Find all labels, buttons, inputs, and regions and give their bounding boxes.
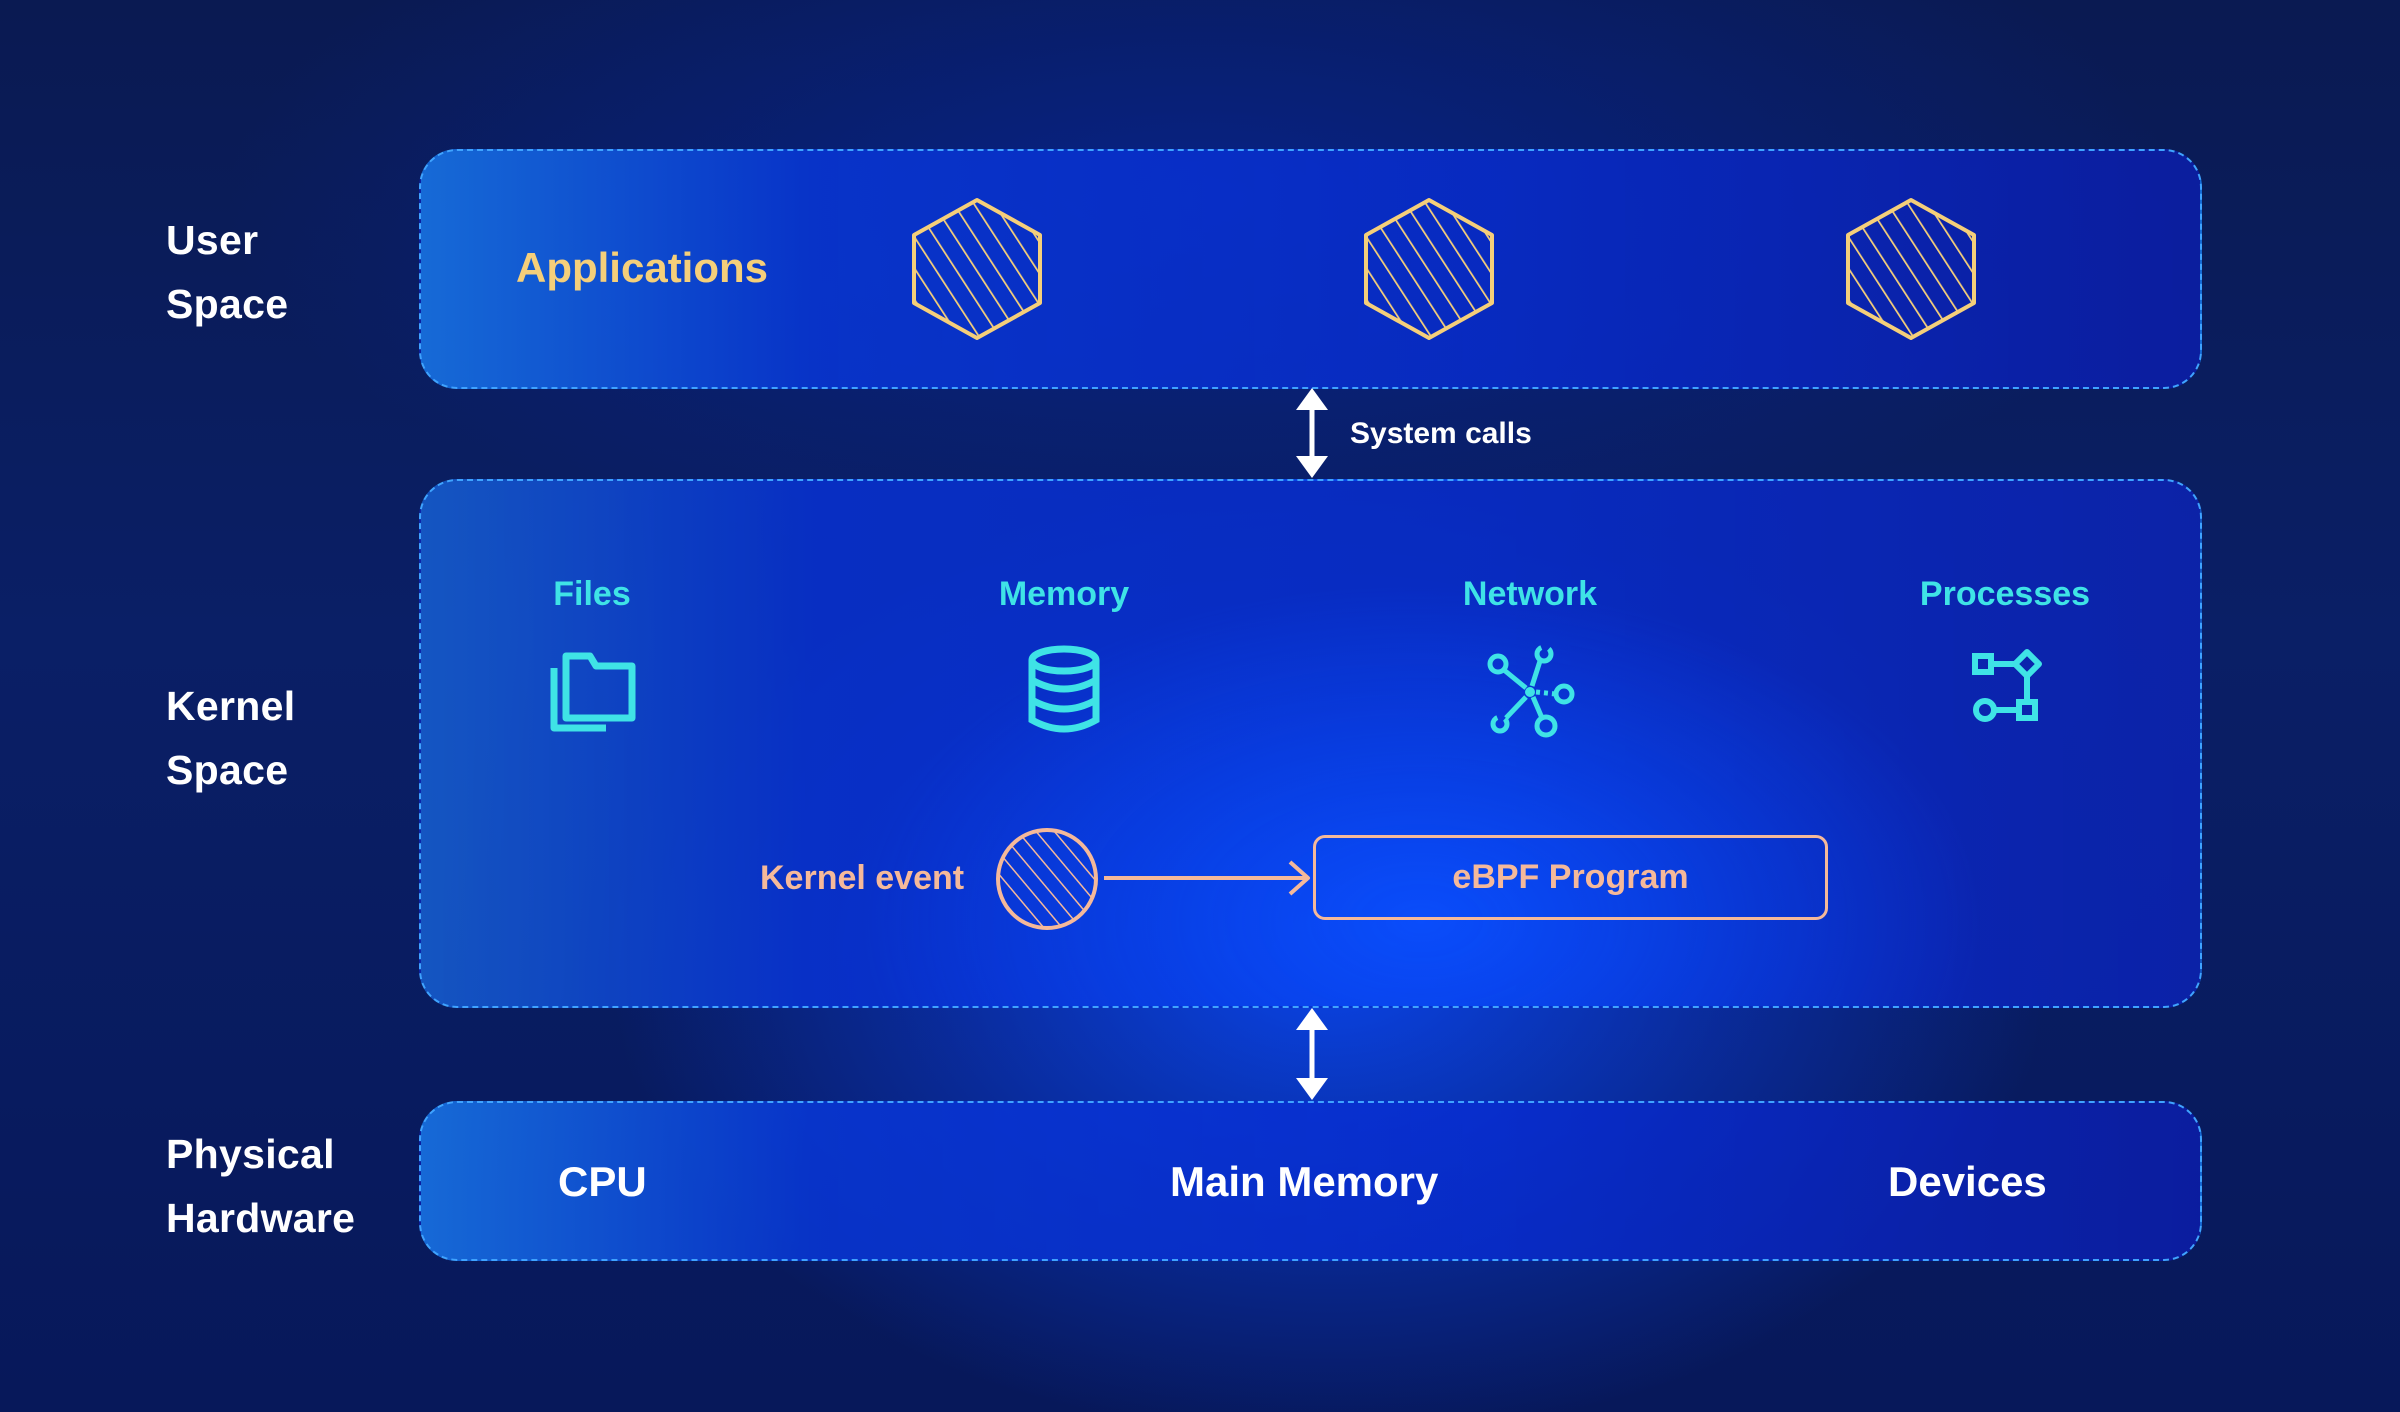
process-flow-icon (1972, 649, 2042, 722)
kernel-item-label: Files (553, 575, 631, 613)
hexagon-icon (912, 198, 1042, 340)
system-calls-label: System calls (1350, 417, 1532, 450)
arrow-right-icon (1104, 860, 1310, 896)
network-icon (1487, 644, 1575, 738)
kernel-item-processes: Processes (1875, 572, 2135, 738)
layer-label-hardware: Physical Hardware (166, 1122, 355, 1250)
layer-label-user-space: User Space (166, 208, 288, 336)
layer-label-line: Space (166, 281, 289, 327)
ebpf-program-label: eBPF Program (1452, 858, 1689, 896)
layer-label-line: Hardware (166, 1195, 356, 1241)
applications-label: Applications (516, 244, 769, 291)
layer-label-line: Physical (166, 1131, 335, 1177)
layer-label-line: User (166, 217, 259, 263)
kernel-event-icon (996, 828, 1098, 930)
kernel-item-memory: Memory (934, 572, 1194, 738)
kernel-item-label: Network (1462, 575, 1598, 613)
hexagon-icon (1364, 198, 1494, 340)
kernel-item-label: Memory (998, 575, 1130, 613)
hardware-item-cpu: CPU (558, 1158, 647, 1205)
kernel-space-panel (419, 479, 2202, 1008)
layer-label-line: Space (166, 747, 289, 793)
hardware-item-main-memory: Main Memory (1170, 1158, 1439, 1205)
database-icon (1028, 645, 1100, 733)
layer-label-kernel-space: Kernel Space (166, 674, 295, 802)
files-icon (550, 652, 636, 732)
ebpf-program-box: eBPF Program (1313, 835, 1828, 920)
kernel-item-label: Processes (1919, 575, 2091, 613)
hexagon-icon (1846, 198, 1976, 340)
hardware-panel (419, 1101, 2202, 1261)
layer-label-line: Kernel (166, 683, 296, 729)
bidirectional-arrow-icon (1296, 388, 1328, 478)
bidirectional-arrow-icon (1296, 1008, 1328, 1100)
kernel-item-files: Files (462, 572, 722, 738)
hardware-item-devices: Devices (1888, 1158, 2047, 1205)
kernel-item-network: Network (1400, 572, 1660, 738)
kernel-event-label: Kernel event (760, 859, 965, 897)
